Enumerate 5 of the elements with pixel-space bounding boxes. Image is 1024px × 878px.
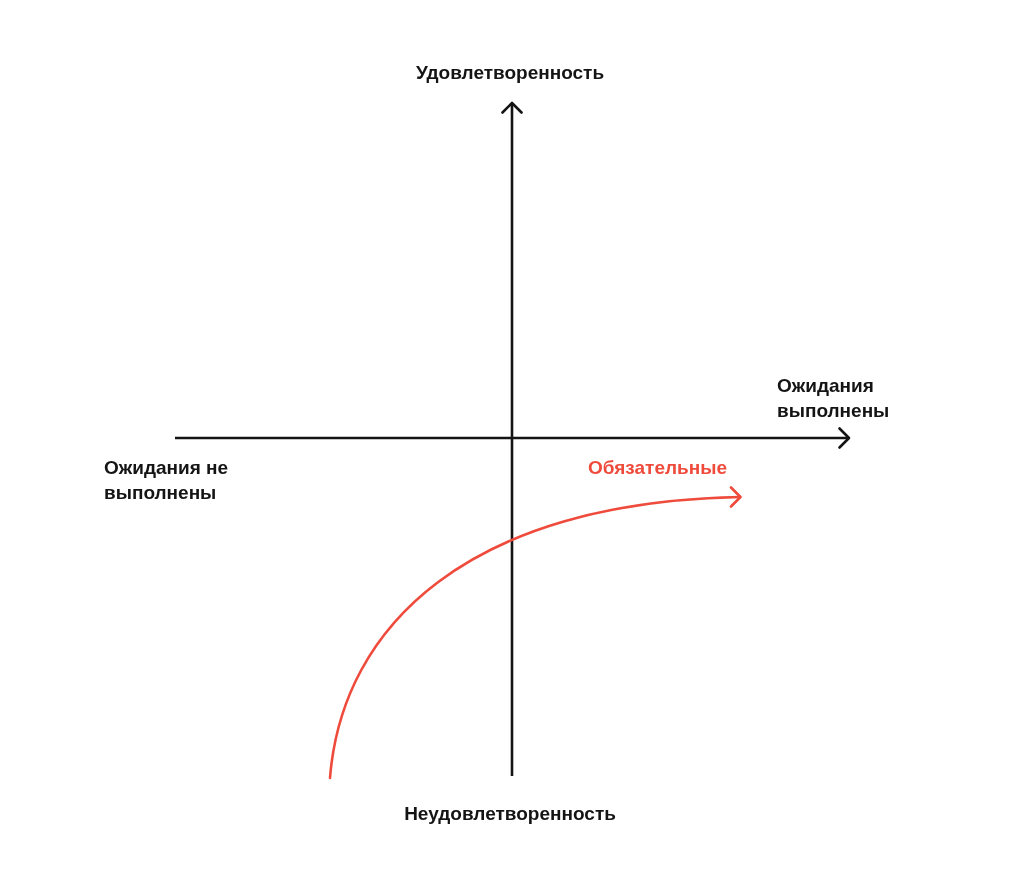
axis-label: Удовлетворенность xyxy=(414,61,606,85)
axis-label: Ожидания не выполнены xyxy=(104,456,230,505)
curve-label: Обязательные xyxy=(588,456,728,480)
axis-label: Неудовлетворенность xyxy=(403,802,617,826)
axis-label: Ожидания выполнены xyxy=(777,374,891,423)
